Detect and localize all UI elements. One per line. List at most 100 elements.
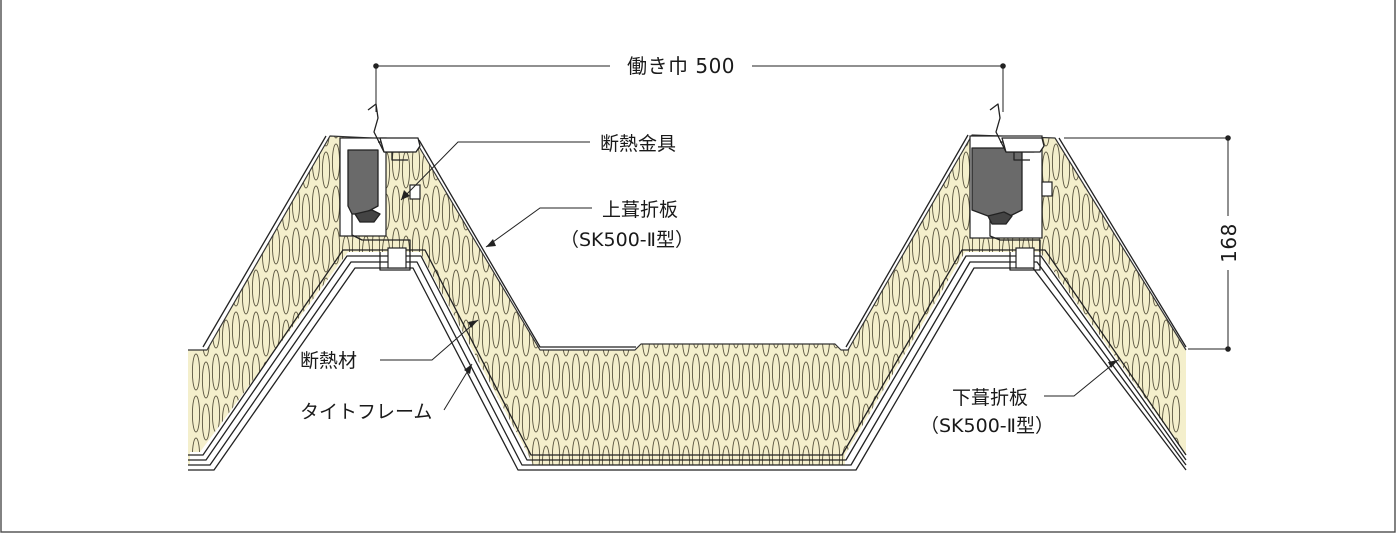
insulation-fiber [771, 437, 781, 465]
insulation-fiber [1101, 277, 1111, 315]
insulation-fiber [531, 353, 541, 391]
insulation-fiber [1171, 143, 1181, 181]
insulation-fiber [761, 151, 771, 189]
insulation-fiber [951, 227, 961, 265]
insulation-fiber [641, 361, 651, 399]
insulation-fiber [1121, 135, 1131, 147]
insulation-fiber [261, 151, 271, 189]
insulation-fiber [701, 361, 711, 399]
insulation-fiber [201, 277, 211, 315]
insulation-fiber [701, 445, 711, 465]
insulation-fiber [191, 143, 201, 181]
insulation-fiber [791, 311, 801, 349]
insulation-fiber [611, 437, 621, 465]
insulation-fiber [1081, 235, 1091, 273]
insulation-fiber [251, 311, 261, 349]
insulation-fiber [211, 269, 221, 307]
insulation-fiber [311, 135, 321, 139]
insulation-fiber [291, 135, 301, 139]
insulation-fiber [281, 135, 291, 147]
insulation-fiber [921, 135, 931, 147]
insulation-fiber [881, 319, 891, 357]
insulation-fiber [801, 277, 811, 315]
insulation-fiber [791, 437, 801, 465]
tight-frame-sheet-inner [188, 267, 1187, 471]
insulation-fiber [551, 143, 561, 181]
insulation-fiber [571, 143, 581, 181]
insulation-fiber [641, 151, 651, 189]
insulation-fiber [261, 135, 271, 147]
insulation-fiber [581, 135, 591, 147]
insulation-fiber [851, 269, 861, 307]
insulation-fiber [891, 143, 901, 181]
insulation-fiber [421, 193, 431, 231]
insulation-fiber [641, 277, 651, 315]
insulation-fiber [891, 269, 901, 307]
insulation-fiber [531, 227, 541, 265]
insulation-fiber [731, 143, 741, 181]
insulation-fiber [691, 135, 701, 139]
insulation-fiber [491, 311, 501, 349]
insulation-fiber [771, 135, 781, 139]
insulation-fiber [1081, 193, 1091, 231]
insulation-fiber [1141, 361, 1151, 399]
insulation-fiber [751, 135, 761, 139]
insulation-fiber [301, 135, 311, 147]
insulation-fiber [741, 403, 751, 441]
insulation-fiber [881, 151, 891, 189]
insulation-fiber [591, 185, 601, 223]
insulation-fiber [531, 269, 541, 307]
insulation-fiber [441, 135, 451, 147]
insulation-fiber [211, 135, 221, 139]
insulation-fiber [881, 135, 891, 147]
insulation-fiber [1041, 135, 1051, 147]
height-dimension: 168 [1064, 135, 1241, 352]
insulation-fiber [211, 185, 221, 223]
insulation-fiber [1131, 143, 1141, 181]
insulation-fiber [721, 403, 731, 441]
insulation-fiber [461, 151, 471, 189]
insulation-fiber [541, 445, 551, 465]
insulation-fiber [521, 193, 531, 231]
insulation-fiber [1141, 319, 1151, 357]
insulation-fiber [541, 151, 551, 189]
insulation-fiber [861, 151, 871, 189]
insulation-fiber [601, 403, 611, 441]
insulation-fiber [281, 277, 291, 315]
insulation-fiber [1171, 395, 1181, 433]
insulation-fiber [651, 353, 661, 391]
insulation-fiber [1071, 185, 1081, 223]
insulation-fiber [851, 135, 861, 139]
insulation-fiber [841, 403, 851, 441]
insulation-fiber [681, 193, 691, 231]
insulation-fiber [631, 311, 641, 349]
insulation-fiber [791, 353, 801, 391]
insulation-fiber [241, 319, 251, 357]
insulation-fiber [541, 361, 551, 399]
insulation-fiber [621, 277, 631, 315]
insulation-fiber [1151, 311, 1161, 349]
insulation-fiber [591, 143, 601, 181]
insulation-fiber [581, 445, 591, 465]
insulation-fiber [191, 353, 201, 391]
insulation-fiber [551, 395, 561, 433]
insulation-fiber [511, 353, 521, 391]
insulation-fiber [971, 135, 981, 139]
insulation-fiber [301, 235, 311, 273]
insulation-fiber [251, 143, 261, 181]
insulation-fiber [761, 445, 771, 465]
insulation-fiber [721, 445, 731, 465]
insulation-fiber [921, 235, 931, 273]
insulation-fiber [811, 185, 821, 223]
insulation-fiber [1151, 143, 1161, 181]
insulation-fiber [791, 185, 801, 223]
insulation-fiber [841, 135, 851, 147]
insulation-fiber [921, 277, 931, 315]
insulation-fiber [611, 395, 621, 433]
right-heat-fitting [969, 103, 1053, 271]
insulation-fiber [691, 311, 701, 349]
insulation-fiber [901, 151, 911, 189]
label-tight-frame: タイトフレーム [300, 401, 432, 423]
insulation-fiber [711, 135, 721, 139]
insulation-fiber [191, 269, 201, 307]
